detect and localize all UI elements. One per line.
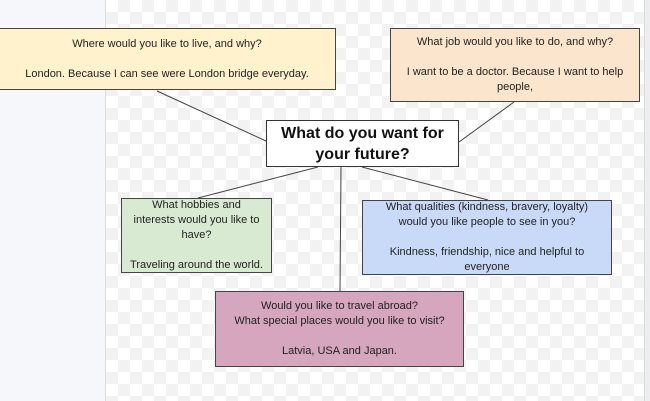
- travel-question-text: Would you like to travel abroad? What sp…: [234, 300, 445, 327]
- job-answer-text: I want to be a doctor. Because I want to…: [406, 66, 624, 93]
- connector-live: [156, 90, 267, 142]
- connector-qualities: [361, 166, 489, 201]
- hobbies-question-text: What hobbies and interests would you lik…: [133, 199, 260, 241]
- connector-job: [458, 101, 515, 143]
- vertical-scrollbar[interactable]: [644, 0, 650, 401]
- live-question-box[interactable]: Where would you like to live, and why? L…: [0, 28, 336, 90]
- qualities-question-box[interactable]: What qualities (kindness, bravery, loyal…: [362, 200, 612, 275]
- job-question-text: What job would you like to do, and why?: [416, 36, 614, 48]
- qualities-answer-text: Kindness, friendship, nice and helpful t…: [389, 246, 585, 273]
- live-answer-text: London. Because I can see were London br…: [25, 67, 309, 80]
- connector-hobbies: [197, 166, 319, 199]
- hobbies-answer-text: Traveling around the world.: [130, 259, 263, 271]
- travel-answer-text: Latvia, USA and Japan.: [282, 345, 397, 357]
- travel-question-box[interactable]: Would you like to travel abroad? What sp…: [215, 291, 464, 367]
- connector-travel: [339, 166, 342, 292]
- live-question-text: Where would you like to live, and why?: [72, 37, 262, 50]
- job-question-box[interactable]: What job would you like to do, and why? …: [390, 28, 640, 102]
- hobbies-question-box[interactable]: What hobbies and interests would you lik…: [121, 198, 272, 273]
- qualities-question-text: What qualities (kindness, bravery, loyal…: [385, 201, 589, 228]
- central-topic-box[interactable]: What do you want for your future?: [266, 120, 459, 167]
- central-topic-title: What do you want for your future?: [281, 124, 444, 163]
